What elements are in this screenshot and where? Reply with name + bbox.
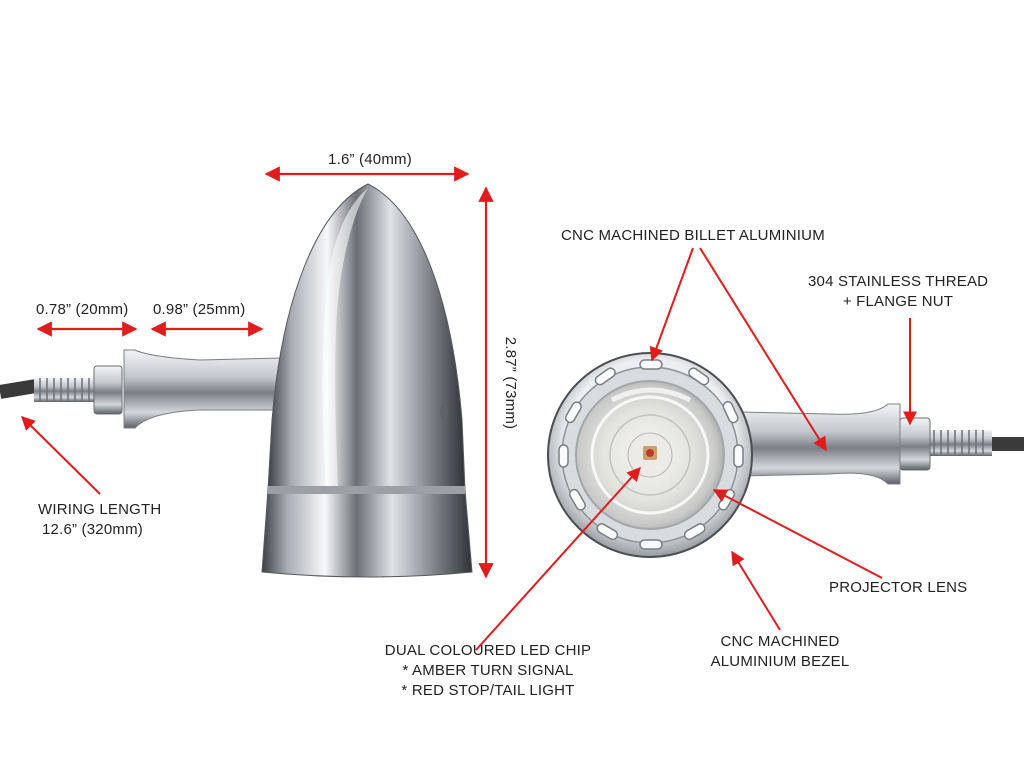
aluminium-bezel-label: CNC MACHINED ALUMINIUM BEZEL bbox=[700, 632, 860, 672]
width-dimension-label: 1.6” (40mm) bbox=[328, 151, 412, 168]
led-leader bbox=[475, 466, 641, 651]
led-chip-line1: DUAL COLOURED LED CHIP bbox=[384, 642, 592, 659]
stainless-thread-line1: 304 STAINLESS THREAD bbox=[808, 273, 989, 290]
mount-stem-right bbox=[739, 403, 901, 485]
threaded-stud-left bbox=[34, 378, 96, 402]
side-view-indicator bbox=[0, 183, 473, 578]
projector-lens-label: PROJECTOR LENS bbox=[829, 579, 968, 596]
height-dimension-label: 2.87” (73mm) bbox=[502, 336, 519, 430]
stainless-thread-line2: + FLANGE NUT bbox=[842, 293, 954, 310]
wiring-length-label: WIRING LENGTH 12.6” (320mm) bbox=[38, 500, 161, 540]
cable-a-dimension-label: 0.78” (20mm) bbox=[36, 301, 129, 318]
aluminium-bezel-line1: CNC MACHINED bbox=[720, 633, 840, 650]
aluminium-bezel-line2: ALUMINIUM BEZEL bbox=[710, 653, 850, 670]
led-chip-label: DUAL COLOURED LED CHIP * AMBER TURN SIGN… bbox=[368, 641, 608, 701]
dimension-arrows bbox=[36, 166, 494, 579]
flange-nut-left bbox=[93, 365, 123, 415]
cable-b-dimension-label: 0.98” (25mm) bbox=[153, 301, 246, 318]
wiring-leader bbox=[21, 416, 101, 495]
bezel-leader bbox=[731, 550, 781, 631]
mount-stem-left bbox=[123, 349, 283, 429]
threaded-stud-right bbox=[928, 430, 992, 456]
wiring-length-line1: WIRING LENGTH bbox=[38, 501, 162, 518]
callout-arrows bbox=[21, 247, 917, 651]
projector-leader bbox=[712, 489, 883, 579]
flange-nut-right bbox=[899, 417, 931, 471]
billet-leader-bezel bbox=[649, 247, 694, 362]
led-chip-line3: * RED STOP/TAIL LIGHT bbox=[401, 682, 575, 699]
bullet-housing bbox=[267, 183, 466, 491]
bezel-band-left bbox=[261, 489, 473, 578]
stainless-thread-label: 304 STAINLESS THREAD + FLANGE NUT bbox=[808, 272, 988, 312]
billet-leader-stem bbox=[699, 247, 827, 452]
led-chip-line2: * AMBER TURN SIGNAL bbox=[402, 662, 574, 679]
billet-aluminium-label: CNC MACHINED BILLET ALUMINIUM bbox=[561, 227, 825, 244]
wiring-length-line2: 12.6” (320mm) bbox=[42, 521, 143, 538]
front-view-indicator bbox=[547, 352, 1024, 558]
wire-cable-left bbox=[0, 379, 38, 399]
